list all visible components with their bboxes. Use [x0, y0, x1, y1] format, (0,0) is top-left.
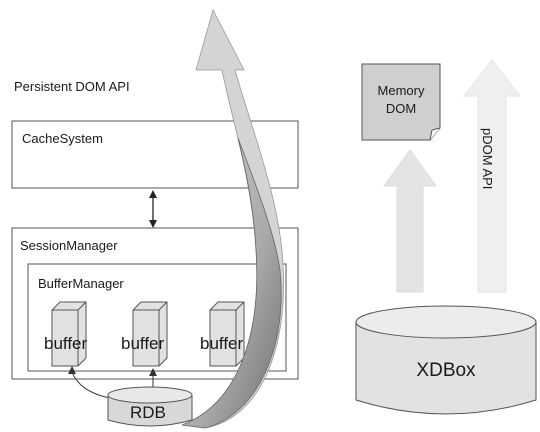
memory-dom-document: Memory DOM: [361, 63, 441, 141]
memory-dom-line1: Memory: [378, 83, 425, 98]
buffer-label-2: buffer: [121, 334, 165, 353]
pdom-api-up-arrow: [462, 59, 522, 293]
memory-dom-line2: DOM: [386, 101, 416, 116]
memory-dom-up-arrow: [383, 149, 437, 293]
buffer-block-2: buffer: [121, 301, 168, 367]
session-manager-label: SessionManager: [20, 238, 118, 253]
rdb-to-buffer-arrows: [68, 366, 157, 399]
buffer-label-1: buffer: [44, 334, 88, 353]
rdb-cylinder: RDB: [107, 386, 193, 427]
xdbox-cylinder: XDBox: [355, 305, 537, 415]
persistent-dom-curved-arrow: [181, 8, 284, 429]
xdbox-label: XDBox: [416, 360, 476, 381]
buffer-manager-label: BufferManager: [38, 276, 124, 291]
buffer-block-1: buffer: [44, 301, 88, 367]
rdb-label: RDB: [130, 403, 166, 422]
cache-system-label: CacheSystem: [22, 131, 103, 146]
persistent-dom-api-label: Persistent DOM API: [14, 79, 130, 94]
buffer-label-3: buffer: [200, 334, 244, 353]
pdom-api-label: pDOM API: [480, 128, 495, 189]
cache-session-double-arrow: [149, 190, 157, 228]
